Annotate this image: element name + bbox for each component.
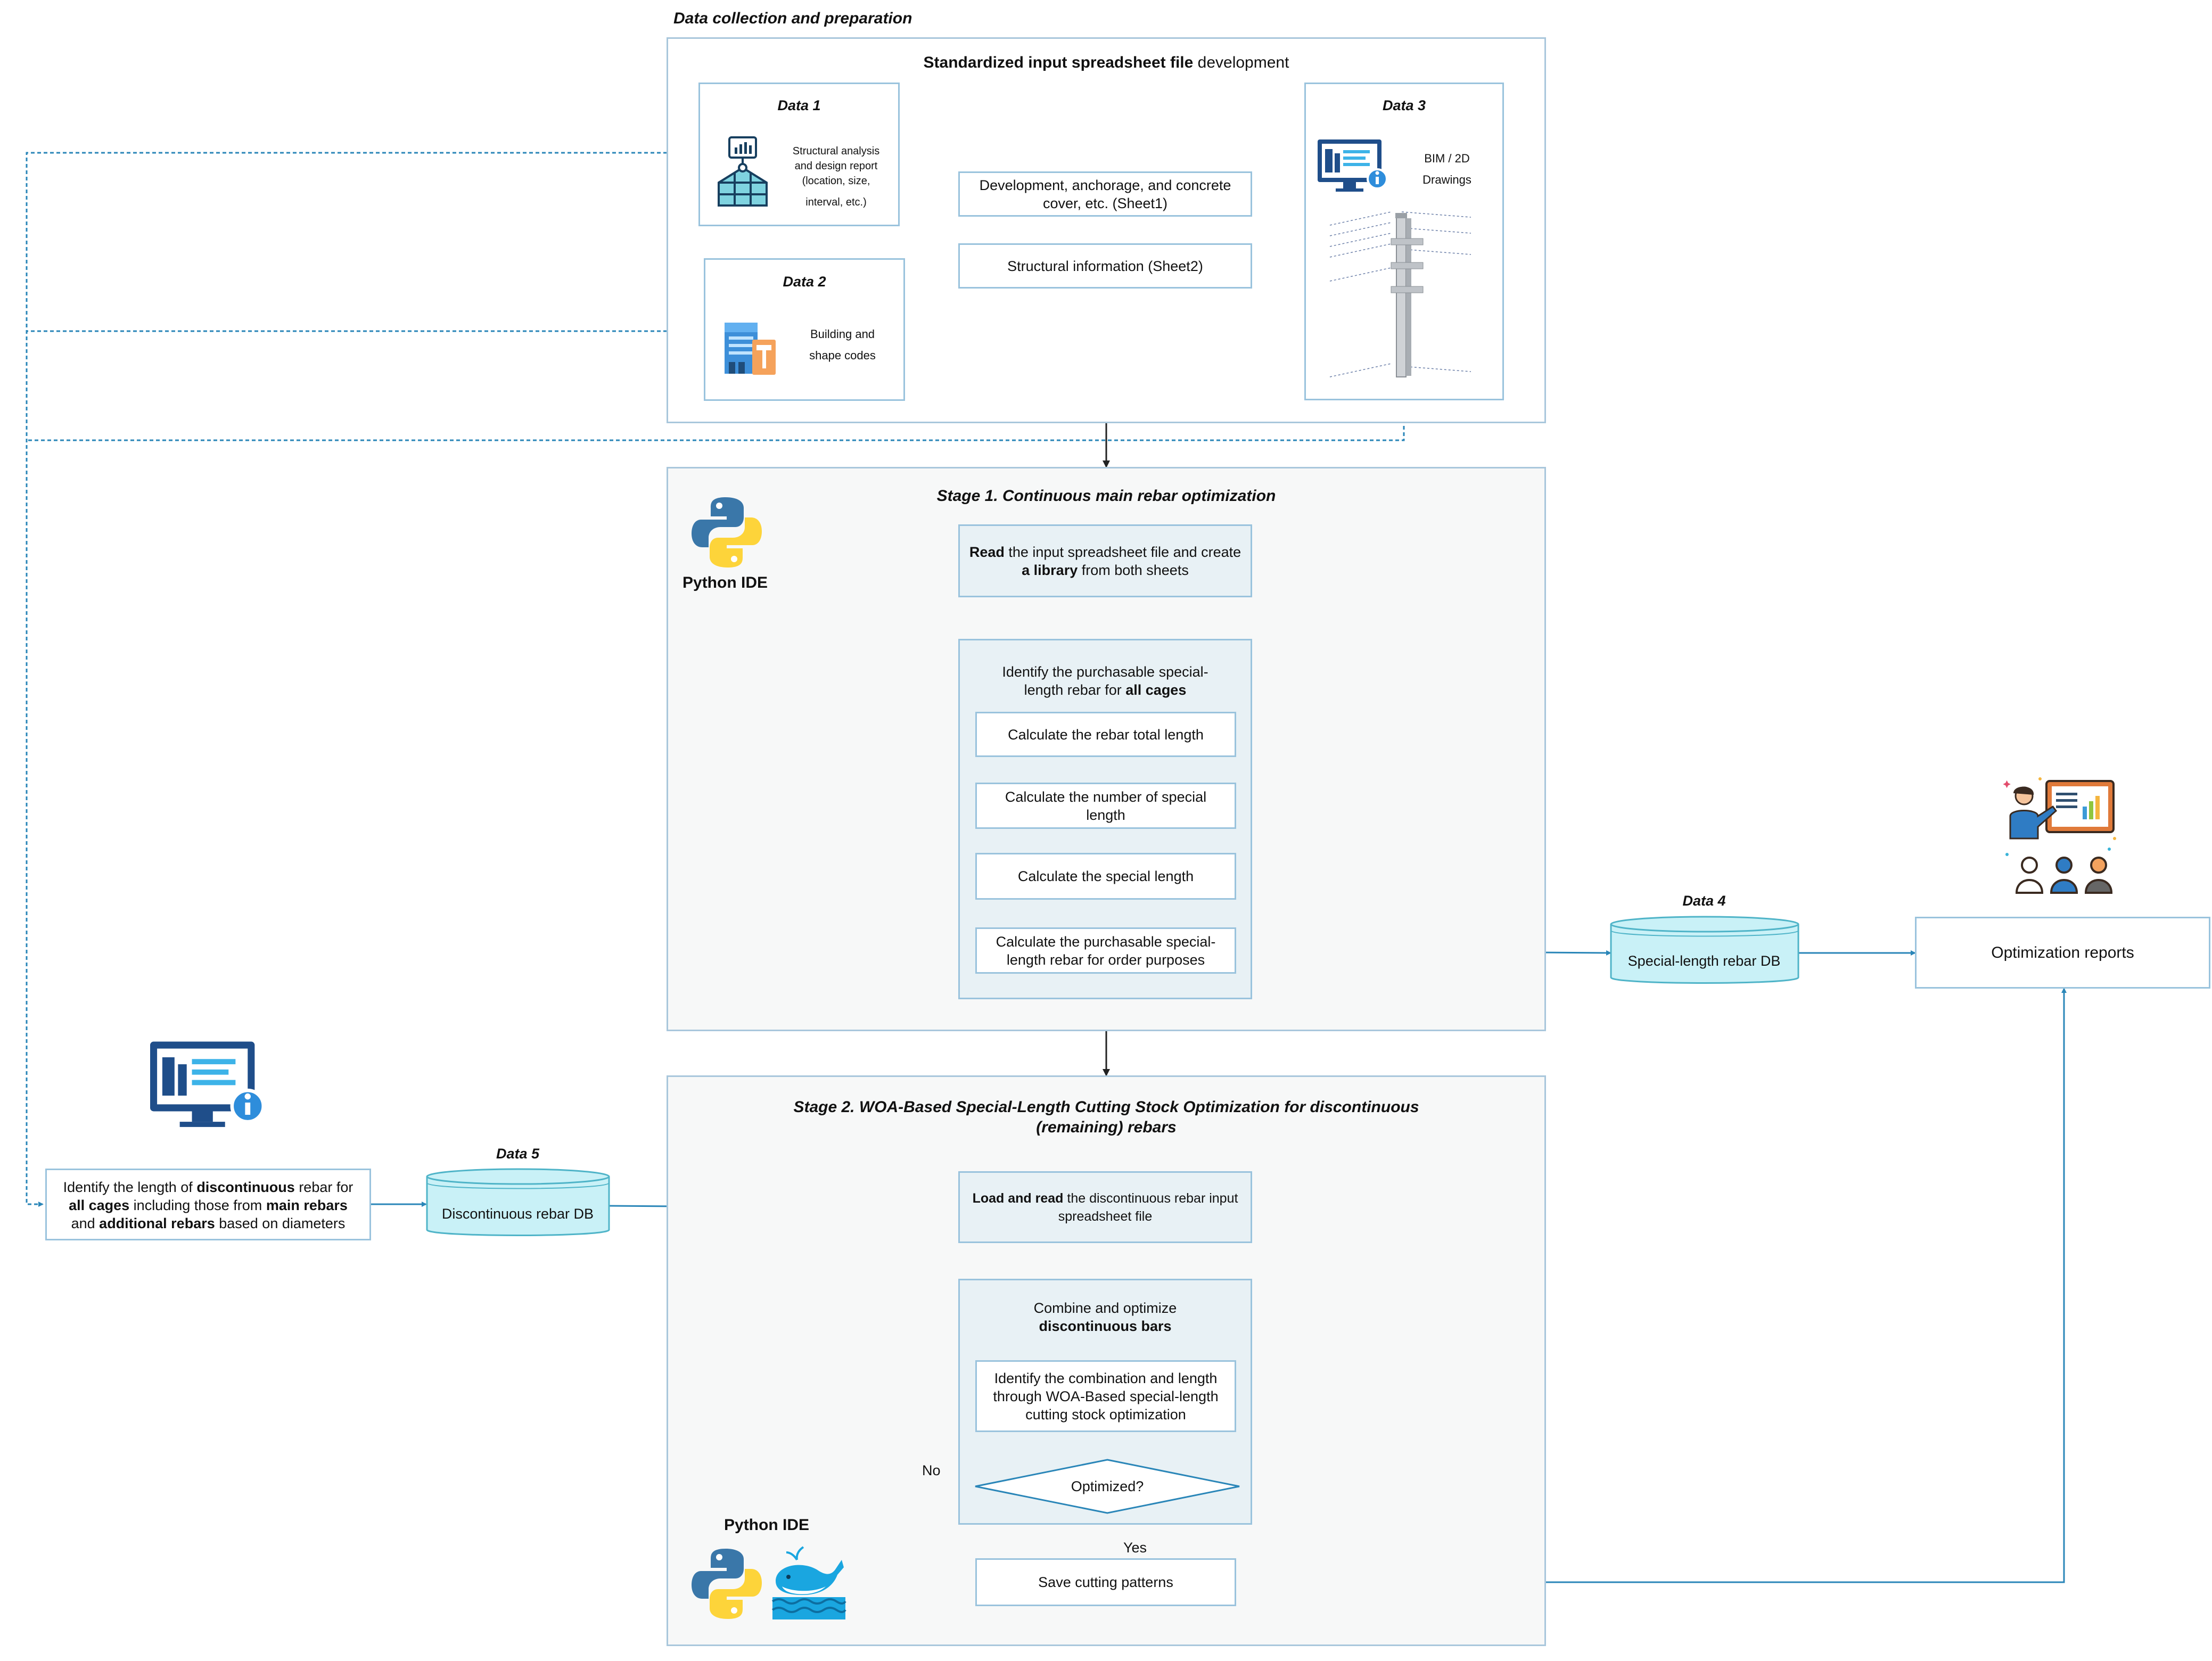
dotted-line-left-feed (26, 152, 705, 1207)
optimized-decision-diamond (975, 1459, 1240, 1514)
step-total-length: Calculate the rebar total length (975, 712, 1236, 757)
identify-purchasable-title: Identify the purchasable special- length… (1002, 664, 1208, 698)
optimization-reports-box: Optimization reports (1915, 917, 2210, 989)
sheet2-box: Structural information (Sheet2) (958, 243, 1252, 289)
section-title-data-collection: Data collection and preparation (673, 10, 912, 27)
bim-monitor-icon (1318, 139, 1388, 192)
decision-label: Optimized? (1071, 1478, 1144, 1494)
data2-title: Data 2 (783, 274, 826, 290)
save-cutting-patterns-box: Save cutting patterns (975, 1558, 1236, 1606)
stage1-title: Stage 1. Continuous main rebar optimizat… (936, 487, 1276, 505)
data5-title: Data 5 (496, 1146, 540, 1162)
stage2-python-ide-label: Python IDE (724, 1516, 810, 1534)
data4-title: Data 4 (1682, 893, 1726, 909)
presentation-audience-icon (2003, 777, 2116, 894)
whale-icon (771, 1546, 846, 1619)
structure-report-icon (718, 136, 768, 207)
python-logo-icon (692, 497, 762, 568)
data4-db-cylinder (1610, 916, 1799, 984)
stage2-title: Stage 2. WOA-Based Special-Length Cuttin… (793, 1098, 1419, 1136)
python-logo-icon-stage2 (692, 1549, 762, 1619)
data5-db-label: Discontinuous rebar DB (441, 1206, 594, 1222)
building-codes-icon (725, 323, 776, 375)
stage1-python-ide-label: Python IDE (682, 574, 768, 591)
load-read-box: Load and read the discontinuous rebar in… (958, 1171, 1252, 1243)
yes-label: Yes (1123, 1540, 1147, 1556)
bim-monitor-large-icon (150, 1041, 265, 1127)
step-special-length: Calculate the special length (975, 853, 1236, 900)
read-spreadsheet-box: Read the input spreadsheet file and crea… (958, 524, 1252, 597)
data5-db-cylinder (426, 1168, 610, 1236)
rebar-column-drawing (1329, 211, 1471, 377)
discontinuous-identify-box: Identify the length of discontinuous reb… (45, 1169, 371, 1240)
step-number-special: Calculate the number of special length (975, 783, 1236, 829)
data1-title: Data 1 (777, 97, 821, 113)
data3-title: Data 3 (1382, 97, 1426, 113)
combine-title: Combine and optimize discontinuous bars (1033, 1300, 1177, 1334)
no-label: No (922, 1462, 941, 1478)
step-purchasable: Calculate the purchasable special-length… (975, 927, 1236, 974)
data4-db-label: Special-length rebar DB (1627, 953, 1781, 969)
spreadsheet-title: Standardized input spreadsheet file deve… (923, 54, 1289, 71)
